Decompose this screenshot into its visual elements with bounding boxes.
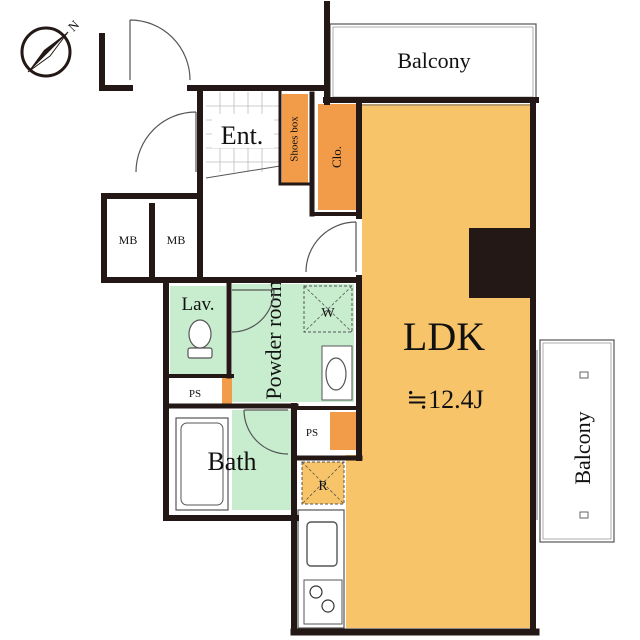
bath-door-swing: [243, 409, 289, 455]
wall-front-left: [99, 33, 133, 91]
mb-box-2: [156, 204, 196, 274]
balcony-drain-bottom: [579, 511, 589, 519]
ldk-floor: [346, 104, 532, 628]
wall-front-right: [187, 85, 203, 181]
powder-room-label: Powder room: [261, 280, 286, 399]
wall-wet-left: [163, 277, 299, 521]
ps-label-2: PS: [306, 427, 318, 439]
balcony-right-area: [539, 339, 615, 543]
balcony-drain-top: [579, 371, 589, 379]
balcony-right: Balcony: [539, 339, 615, 543]
shoes-box-label: Shoes box: [289, 116, 301, 162]
entrance: Ent.: [205, 92, 281, 179]
washer-cross: [303, 285, 353, 333]
walls: [99, 1, 540, 636]
ldk-label: LDK: [403, 314, 485, 359]
washer-label: W: [321, 306, 335, 321]
kitchen-sink: [306, 521, 338, 567]
ldk-pillar: [469, 228, 533, 298]
washbasin-icon: [325, 357, 347, 391]
wall-shoes-right: [278, 90, 314, 186]
wet-areas: Lav. Powder room W Bath: [170, 280, 354, 511]
ldk-door-swing: [305, 221, 357, 273]
ps-orange-upper: [222, 378, 232, 404]
storage: Clo. Shoes box: [222, 94, 356, 450]
balcony-right-inner: [542, 342, 612, 540]
wall-entrance-left: [101, 175, 203, 283]
front-door-swing: [129, 19, 191, 81]
mb-label-2: MB: [167, 233, 186, 247]
closet-label: Clo.: [329, 146, 344, 168]
step-line: [205, 165, 281, 179]
balcony-top: Balcony: [329, 23, 537, 101]
balcony-top-area: [329, 23, 537, 101]
balcony-right-label: Balcony: [570, 411, 595, 484]
meter-boxes: MB MB: [108, 204, 196, 274]
bath-area: [232, 410, 292, 510]
refrigerator-space: [301, 461, 345, 505]
refrigerator-label: R: [318, 479, 328, 494]
toilet-tank-icon: [187, 347, 213, 359]
washer-cross: [303, 285, 353, 333]
powder-door-swing: [231, 289, 275, 333]
compass: N: [20, 17, 83, 78]
bath-label: Bath: [207, 447, 256, 476]
closet-area: [318, 104, 356, 210]
kitchen: R: [297, 461, 345, 629]
bathtub-inner: [180, 422, 224, 506]
lavatory-label: Lav.: [181, 294, 214, 315]
balcony-top-label: Balcony: [397, 48, 470, 73]
mb-label-1: MB: [119, 233, 138, 247]
ps-orange-lower: [330, 412, 356, 450]
ps-box-1: [172, 380, 218, 404]
ps-label-1: PS: [189, 388, 201, 400]
stove-burner-icon: [309, 585, 323, 599]
entrance-door-swing: [135, 111, 197, 173]
entrance-label: Ent.: [221, 121, 264, 150]
entrance-label-bg: [212, 114, 274, 148]
mb-box-1: [108, 204, 148, 274]
ldk-room: LDK ≒12.4J: [346, 104, 533, 628]
compass-needle-tail-icon: [27, 31, 69, 73]
toilet-bowl-icon: [188, 319, 212, 349]
ldk-size-label: ≒12.4J: [406, 385, 483, 414]
shoes-box-area: [282, 94, 308, 184]
doors: [129, 19, 357, 455]
pipe-spaces: PS PS: [172, 380, 326, 450]
stove-burner-icon: [321, 599, 335, 613]
ps-box-2: [298, 412, 326, 450]
